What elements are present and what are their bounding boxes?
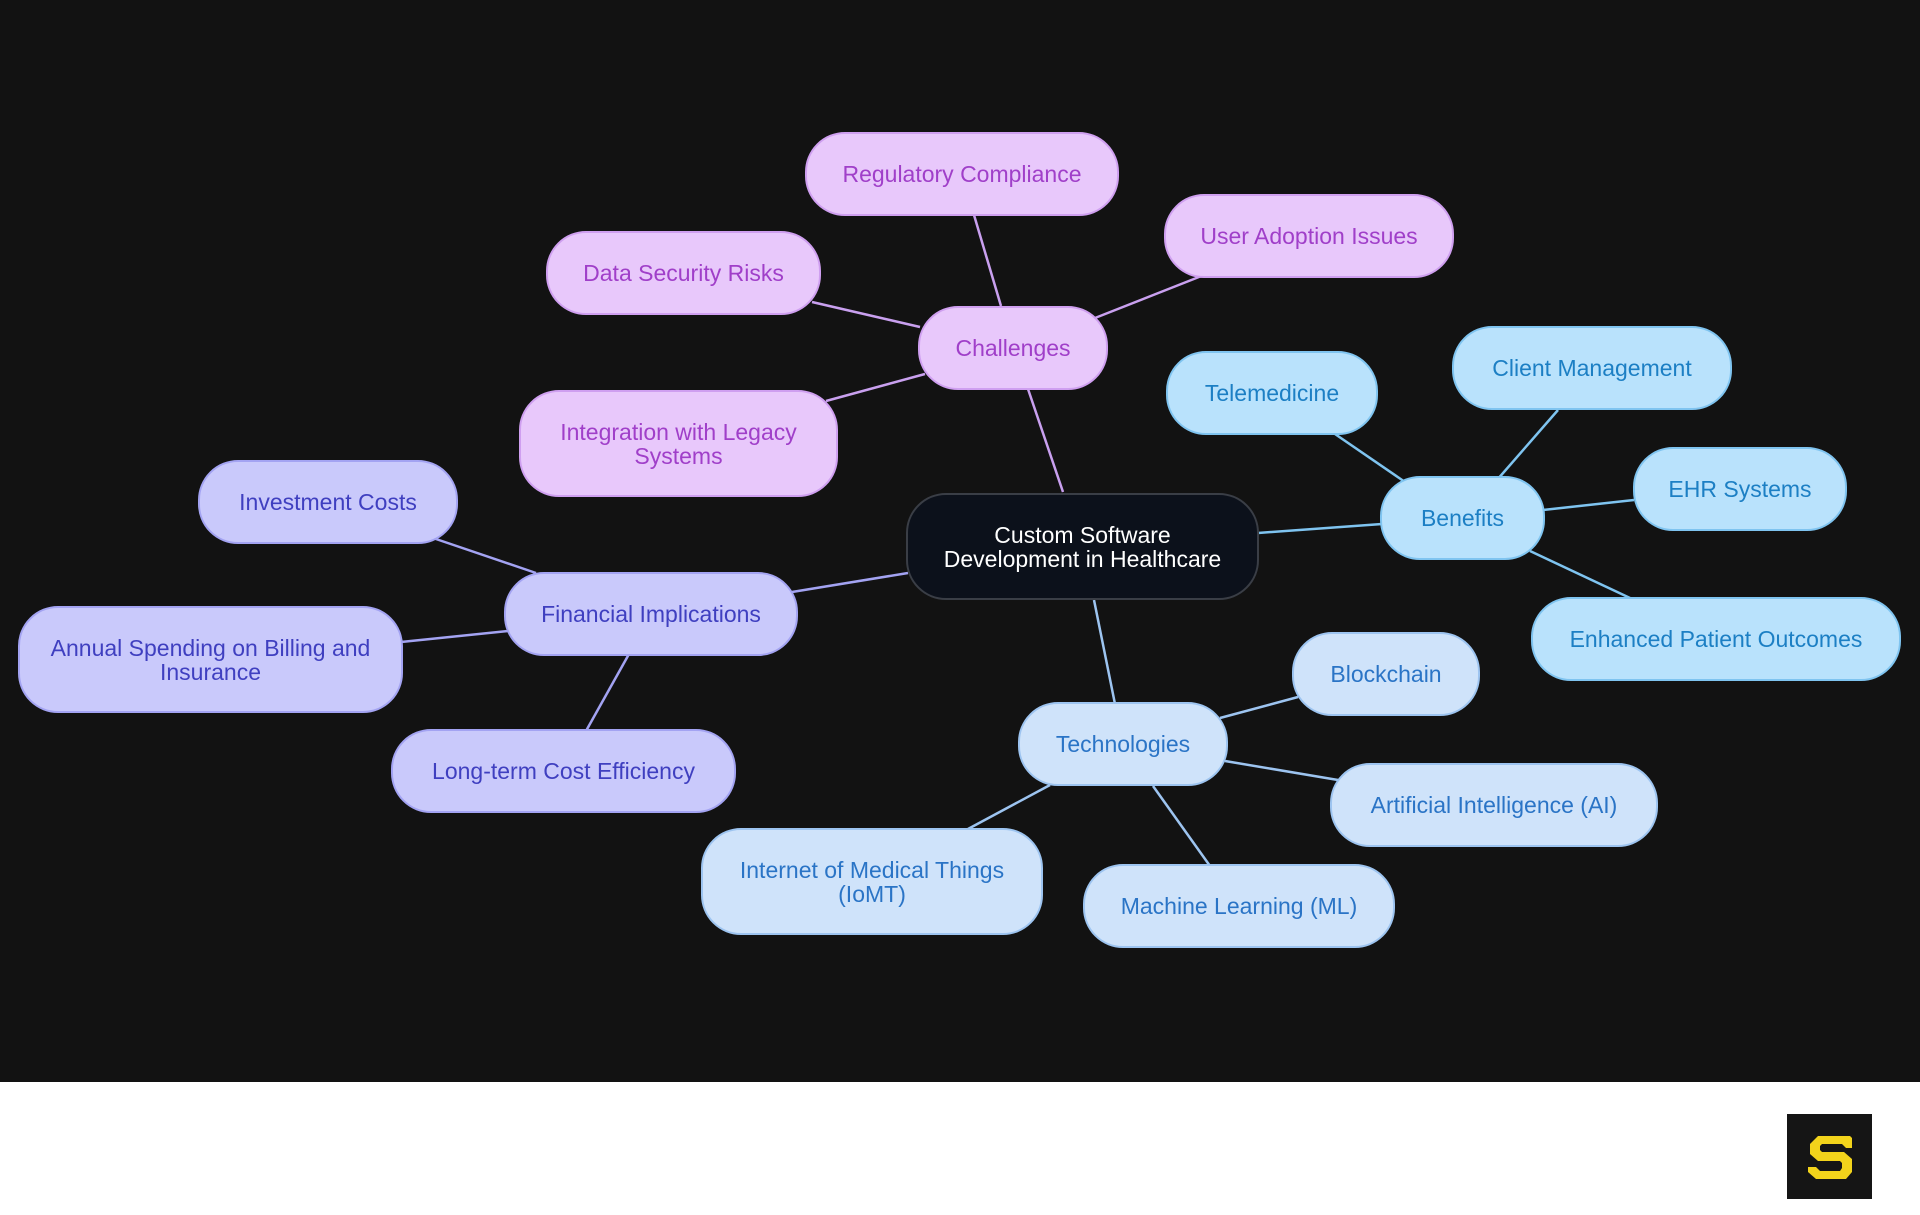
edge-benefits-ehr xyxy=(1542,498,1635,512)
branch-benefits[interactable]: Benefits xyxy=(1380,476,1545,560)
leaf-label: Client Management xyxy=(1492,355,1692,381)
edge-financial-long-term xyxy=(584,653,631,732)
leaf-annual-spending[interactable]: Annual Spending on Billing and Insurance xyxy=(18,606,403,713)
leaf-artificial-intelligence[interactable]: Artificial Intelligence (AI) xyxy=(1330,763,1658,847)
brand-s-logo-icon xyxy=(1807,1135,1852,1179)
leaf-label: Regulatory Compliance xyxy=(842,161,1082,187)
leaf-label: EHR Systems xyxy=(1668,476,1812,502)
leaf-client-management[interactable]: Client Management xyxy=(1452,326,1732,410)
leaf-machine-learning[interactable]: Machine Learning (ML) xyxy=(1083,864,1395,948)
leaf-label: Integration with Legacy Systems xyxy=(560,418,797,469)
leaf-regulatory-compliance[interactable]: Regulatory Compliance xyxy=(805,132,1119,216)
edge-center-technologies xyxy=(1092,599,1117,705)
leaf-label: Artificial Intelligence (AI) xyxy=(1370,792,1618,818)
center-node-label: Custom Software Development in Healthcar… xyxy=(943,521,1222,572)
branch-challenges-label: Challenges xyxy=(955,335,1071,361)
leaf-label: Enhanced Patient Outcomes xyxy=(1569,626,1863,652)
leaf-label: Investment Costs xyxy=(239,489,417,515)
leaf-ehr-systems[interactable]: EHR Systems xyxy=(1633,447,1847,531)
edge-benefits-telemedicine xyxy=(1334,432,1406,484)
branch-challenges[interactable]: Challenges xyxy=(918,306,1108,390)
connector-lines xyxy=(400,214,1635,867)
branch-technologies[interactable]: Technologies xyxy=(1018,702,1228,786)
edge-center-financial xyxy=(791,571,909,594)
branch-benefits-label: Benefits xyxy=(1420,505,1505,531)
mind-map-canvas: Custom Software Development in Healthcar… xyxy=(0,0,1920,1082)
edge-challenges-data-security xyxy=(811,300,921,329)
edge-challenges-regulatory xyxy=(972,214,1003,307)
edge-financial-investment xyxy=(432,536,537,575)
leaf-user-adoption-issues[interactable]: User Adoption Issues xyxy=(1164,194,1454,278)
leaf-data-security-risks[interactable]: Data Security Risks xyxy=(546,231,821,315)
branch-financial-label: Financial Implications xyxy=(541,601,761,627)
branch-financial-implications[interactable]: Financial Implications xyxy=(504,572,798,656)
leaf-investment-costs[interactable]: Investment Costs xyxy=(198,460,458,544)
leaf-integration-legacy[interactable]: Integration with Legacy Systems xyxy=(519,390,838,497)
leaf-label: Annual Spending on Billing and Insurance xyxy=(50,634,371,685)
leaf-blockchain[interactable]: Blockchain xyxy=(1292,632,1480,716)
edge-benefits-patient-outcomes xyxy=(1529,549,1631,600)
edge-technologies-iomt xyxy=(967,783,1051,831)
leaf-label: Data Security Risks xyxy=(583,260,784,286)
edge-technologies-blockchain xyxy=(1219,695,1299,720)
leaf-telemedicine[interactable]: Telemedicine xyxy=(1166,351,1378,435)
leaf-label: Long-term Cost Efficiency xyxy=(432,758,695,784)
leaf-label: Internet of Medical Things (IoMT) xyxy=(739,856,1005,907)
leaf-iomt[interactable]: Internet of Medical Things (IoMT) xyxy=(701,828,1043,935)
edge-technologies-ai xyxy=(1224,759,1339,782)
leaf-label: Telemedicine xyxy=(1204,380,1340,406)
edge-challenges-user-adoption xyxy=(1094,273,1205,320)
leaf-label: Machine Learning (ML) xyxy=(1120,893,1358,919)
center-node[interactable]: Custom Software Development in Healthcar… xyxy=(906,493,1259,600)
edge-challenges-integration xyxy=(825,372,926,403)
edge-technologies-ml xyxy=(1151,785,1212,867)
leaf-label: Blockchain xyxy=(1330,661,1442,687)
brand-logo[interactable] xyxy=(1787,1114,1872,1199)
leaf-enhanced-patient-outcomes[interactable]: Enhanced Patient Outcomes xyxy=(1531,597,1901,681)
edge-center-benefits xyxy=(1257,522,1383,535)
leaf-long-term-cost-efficiency[interactable]: Long-term Cost Efficiency xyxy=(391,729,736,813)
edge-financial-annual xyxy=(400,629,509,644)
leaf-label: User Adoption Issues xyxy=(1200,223,1418,249)
edge-center-challenges xyxy=(1026,388,1065,493)
edge-benefits-client-management xyxy=(1496,409,1559,481)
branch-technologies-label: Technologies xyxy=(1055,731,1191,757)
